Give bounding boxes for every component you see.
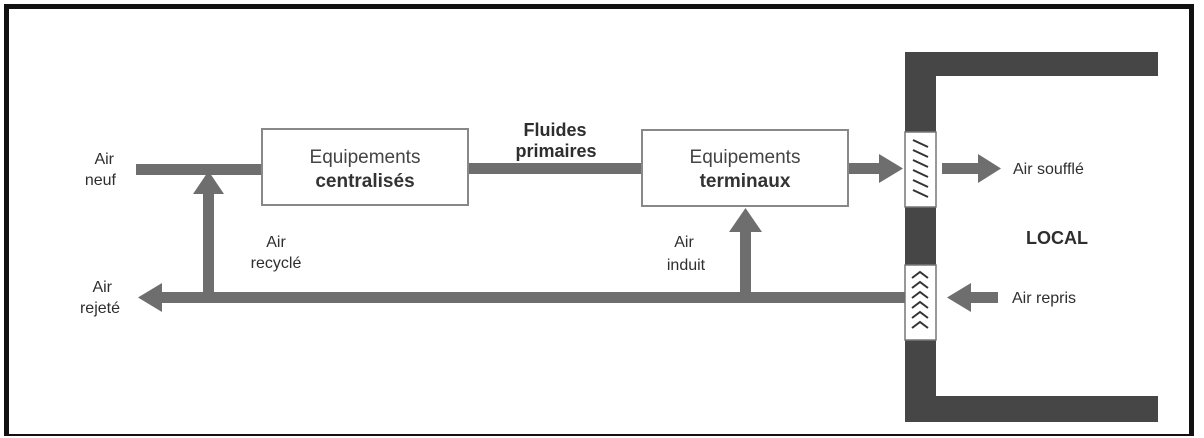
arrow-air-repris (947, 283, 971, 312)
box-equipements-centralises: Equipements centralisés (261, 128, 469, 206)
line-air-neuf (136, 164, 262, 175)
local-walls (905, 52, 1158, 422)
line-air-souffle (942, 163, 982, 174)
line-air-recycle (203, 190, 214, 293)
wall-top-horizontal (905, 52, 1158, 76)
supply-grille (904, 131, 937, 208)
line-return (158, 292, 905, 303)
label-air-repris: Air repris (1012, 290, 1076, 307)
label-air-rejete-1: Air (92, 279, 112, 296)
wall-middle (905, 207, 936, 265)
box-equipements-terminaux: Equipements terminaux (641, 129, 849, 207)
label-air-recycle-1: Air (266, 234, 286, 251)
wall-bottom-horizontal (905, 396, 1158, 422)
label-fluides: Fluides (523, 120, 586, 140)
label-air-rejete-2: rejeté (80, 300, 120, 317)
line-to-grille (848, 163, 882, 174)
label-air-souffle: Air soufflé (1013, 161, 1084, 178)
label-air-recycle-2: recyclé (251, 255, 302, 272)
box-terminaux-line2: terminaux (700, 171, 791, 192)
arrow-air-induit (729, 208, 762, 232)
labels: Air neuf Air rejeté Air recyclé Air indu… (80, 120, 1088, 317)
label-air-neuf-2: neuf (85, 172, 117, 189)
arrow-air-rejete (138, 283, 162, 312)
return-grille (904, 264, 937, 341)
label-air-induit-2: induit (667, 257, 706, 274)
box-centralises-line1: Equipements (310, 147, 421, 168)
arrow-air-souffle (978, 154, 1001, 183)
outer-frame (4, 4, 1194, 436)
box-terminaux-line1: Equipements (690, 147, 801, 168)
label-primaires: primaires (515, 141, 596, 161)
line-fluides-primaires (468, 163, 642, 174)
box-centralises-line2: centralisés (315, 171, 414, 192)
line-air-induit (740, 228, 751, 293)
flow-lines (136, 154, 1001, 312)
label-air-induit-1: Air (674, 234, 694, 251)
label-air-neuf-1: Air (94, 151, 114, 168)
arrow-to-grille (879, 154, 903, 183)
arrow-air-recycle (193, 171, 224, 194)
label-local: LOCAL (1026, 228, 1088, 248)
wall-top-vertical (905, 52, 936, 132)
line-air-repris (968, 292, 998, 303)
